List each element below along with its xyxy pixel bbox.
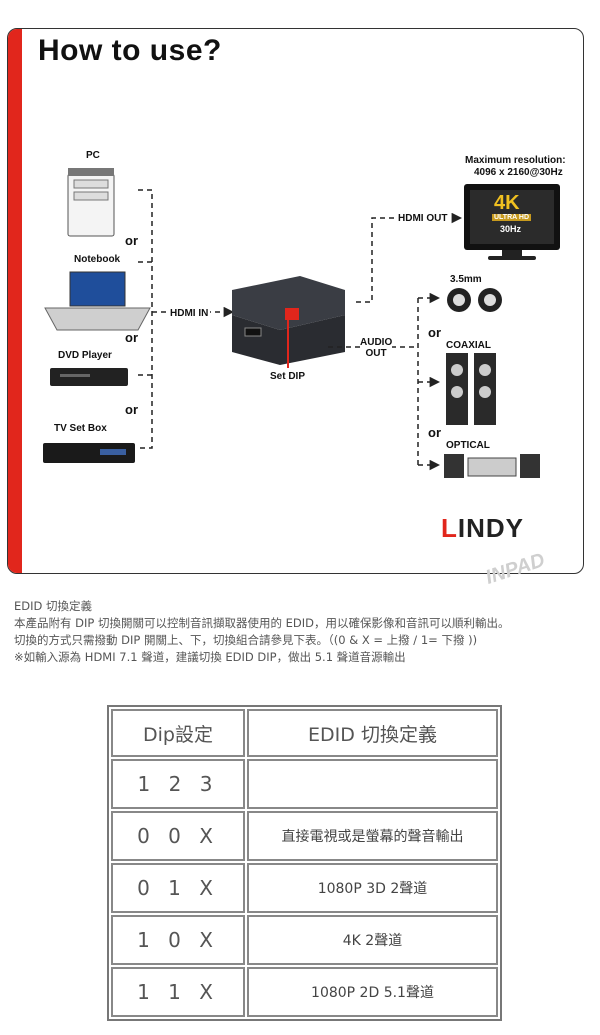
tv-4k-text: 4K: [494, 192, 520, 214]
page-title: How to use?: [38, 34, 222, 67]
description-line-2: 切換的方式只需撥動 DIP 開關上、下，切換組合請參見下表。（(0 & X = …: [14, 633, 478, 647]
dip-cell: 1 0 X: [111, 915, 245, 965]
or-label-4: or: [428, 325, 441, 340]
or-label-1: or: [125, 233, 138, 248]
audio-out-label: AUDIO OUT: [360, 337, 393, 359]
lindy-logo: LINDY: [441, 513, 525, 543]
table-header-row: Dip設定 EDID 切換定義: [111, 709, 498, 757]
source-bracket: [138, 189, 235, 449]
or-label-2: or: [125, 330, 138, 345]
header-dip: Dip設定: [111, 709, 245, 757]
set-dip-label: Set DIP: [270, 371, 306, 382]
def-cell: 1080P 3D 2聲道: [247, 863, 498, 913]
dip-cell: 0 0 X: [111, 811, 245, 861]
def-cell: [247, 759, 498, 809]
hdmi-out-label: HDMI OUT: [396, 213, 450, 224]
hdmi-out-line: [356, 212, 463, 303]
def-cell: 1080P 2D 5.1聲道: [247, 967, 498, 1017]
or-label-3: or: [125, 402, 138, 417]
dip-cell: 1 2 3: [111, 759, 245, 809]
speakers-icon: [447, 288, 502, 312]
edid-description: EDID 切換定義 本產品附有 DIP 切換開關可以控制音訊擷取器使用的 EDI…: [14, 598, 589, 666]
tv-hz-text: 30Hz: [500, 224, 522, 234]
description-line-1: 本產品附有 DIP 切換開關可以控制音訊擷取器使用的 EDID，用以確保影像和音…: [14, 616, 510, 630]
def-cell: 4K 2聲道: [247, 915, 498, 965]
optical-hifi-icon: [444, 454, 540, 478]
dip-cell: 1 1 X: [111, 967, 245, 1017]
dvd-player-icon: [50, 368, 128, 386]
notebook-icon: [44, 271, 151, 331]
notebook-label: Notebook: [74, 254, 121, 265]
tv-set-box-label: TV Set Box: [54, 423, 107, 434]
header-edid: EDID 切換定義: [247, 709, 498, 757]
hdmi-in-label: HDMI IN: [168, 308, 211, 319]
table-row: 1 0 X 4K 2聲道: [111, 915, 498, 965]
max-resolution-title: Maximum resolution:: [465, 155, 566, 166]
connection-diagram: [43, 168, 560, 478]
max-resolution-value: 4096 x 2160@30Hz: [474, 167, 563, 178]
table-row: 1 1 X 1080P 2D 5.1聲道: [111, 967, 498, 1017]
description-line-3: ※如輸入源為 HDMI 7.1 聲道，建議切換 EDID DIP，做出 5.1 …: [14, 650, 406, 664]
dip-cell: 0 1 X: [111, 863, 245, 913]
coaxial-label: COAXIAL: [446, 340, 491, 351]
pc-label: PC: [86, 150, 100, 161]
table-row: 0 1 X 1080P 3D 2聲道: [111, 863, 498, 913]
tv-uhd-text: ULTRA HD: [492, 214, 531, 221]
audio-extractor-device: [232, 276, 345, 365]
table-row: 0 0 X 直接電視或是螢幕的聲音輸出: [111, 811, 498, 861]
pc-icon: [67, 168, 115, 237]
coaxial-speakers-icon: [446, 353, 496, 425]
tv-set-box-icon: [43, 443, 135, 463]
or-label-5: or: [428, 425, 441, 440]
table-row: 1 2 3: [111, 759, 498, 809]
red-accent-bar: [8, 29, 22, 573]
def-cell: 直接電視或是螢幕的聲音輸出: [247, 811, 498, 861]
jack-35mm-label: 3.5mm: [450, 274, 482, 285]
description-heading: EDID 切換定義: [14, 599, 93, 613]
dvd-player-label: DVD Player: [58, 350, 112, 361]
edid-table: Dip設定 EDID 切換定義 1 2 3 0 0 X 直接電視或是螢幕的聲音輸…: [107, 705, 502, 1021]
optical-label: OPTICAL: [446, 440, 490, 451]
